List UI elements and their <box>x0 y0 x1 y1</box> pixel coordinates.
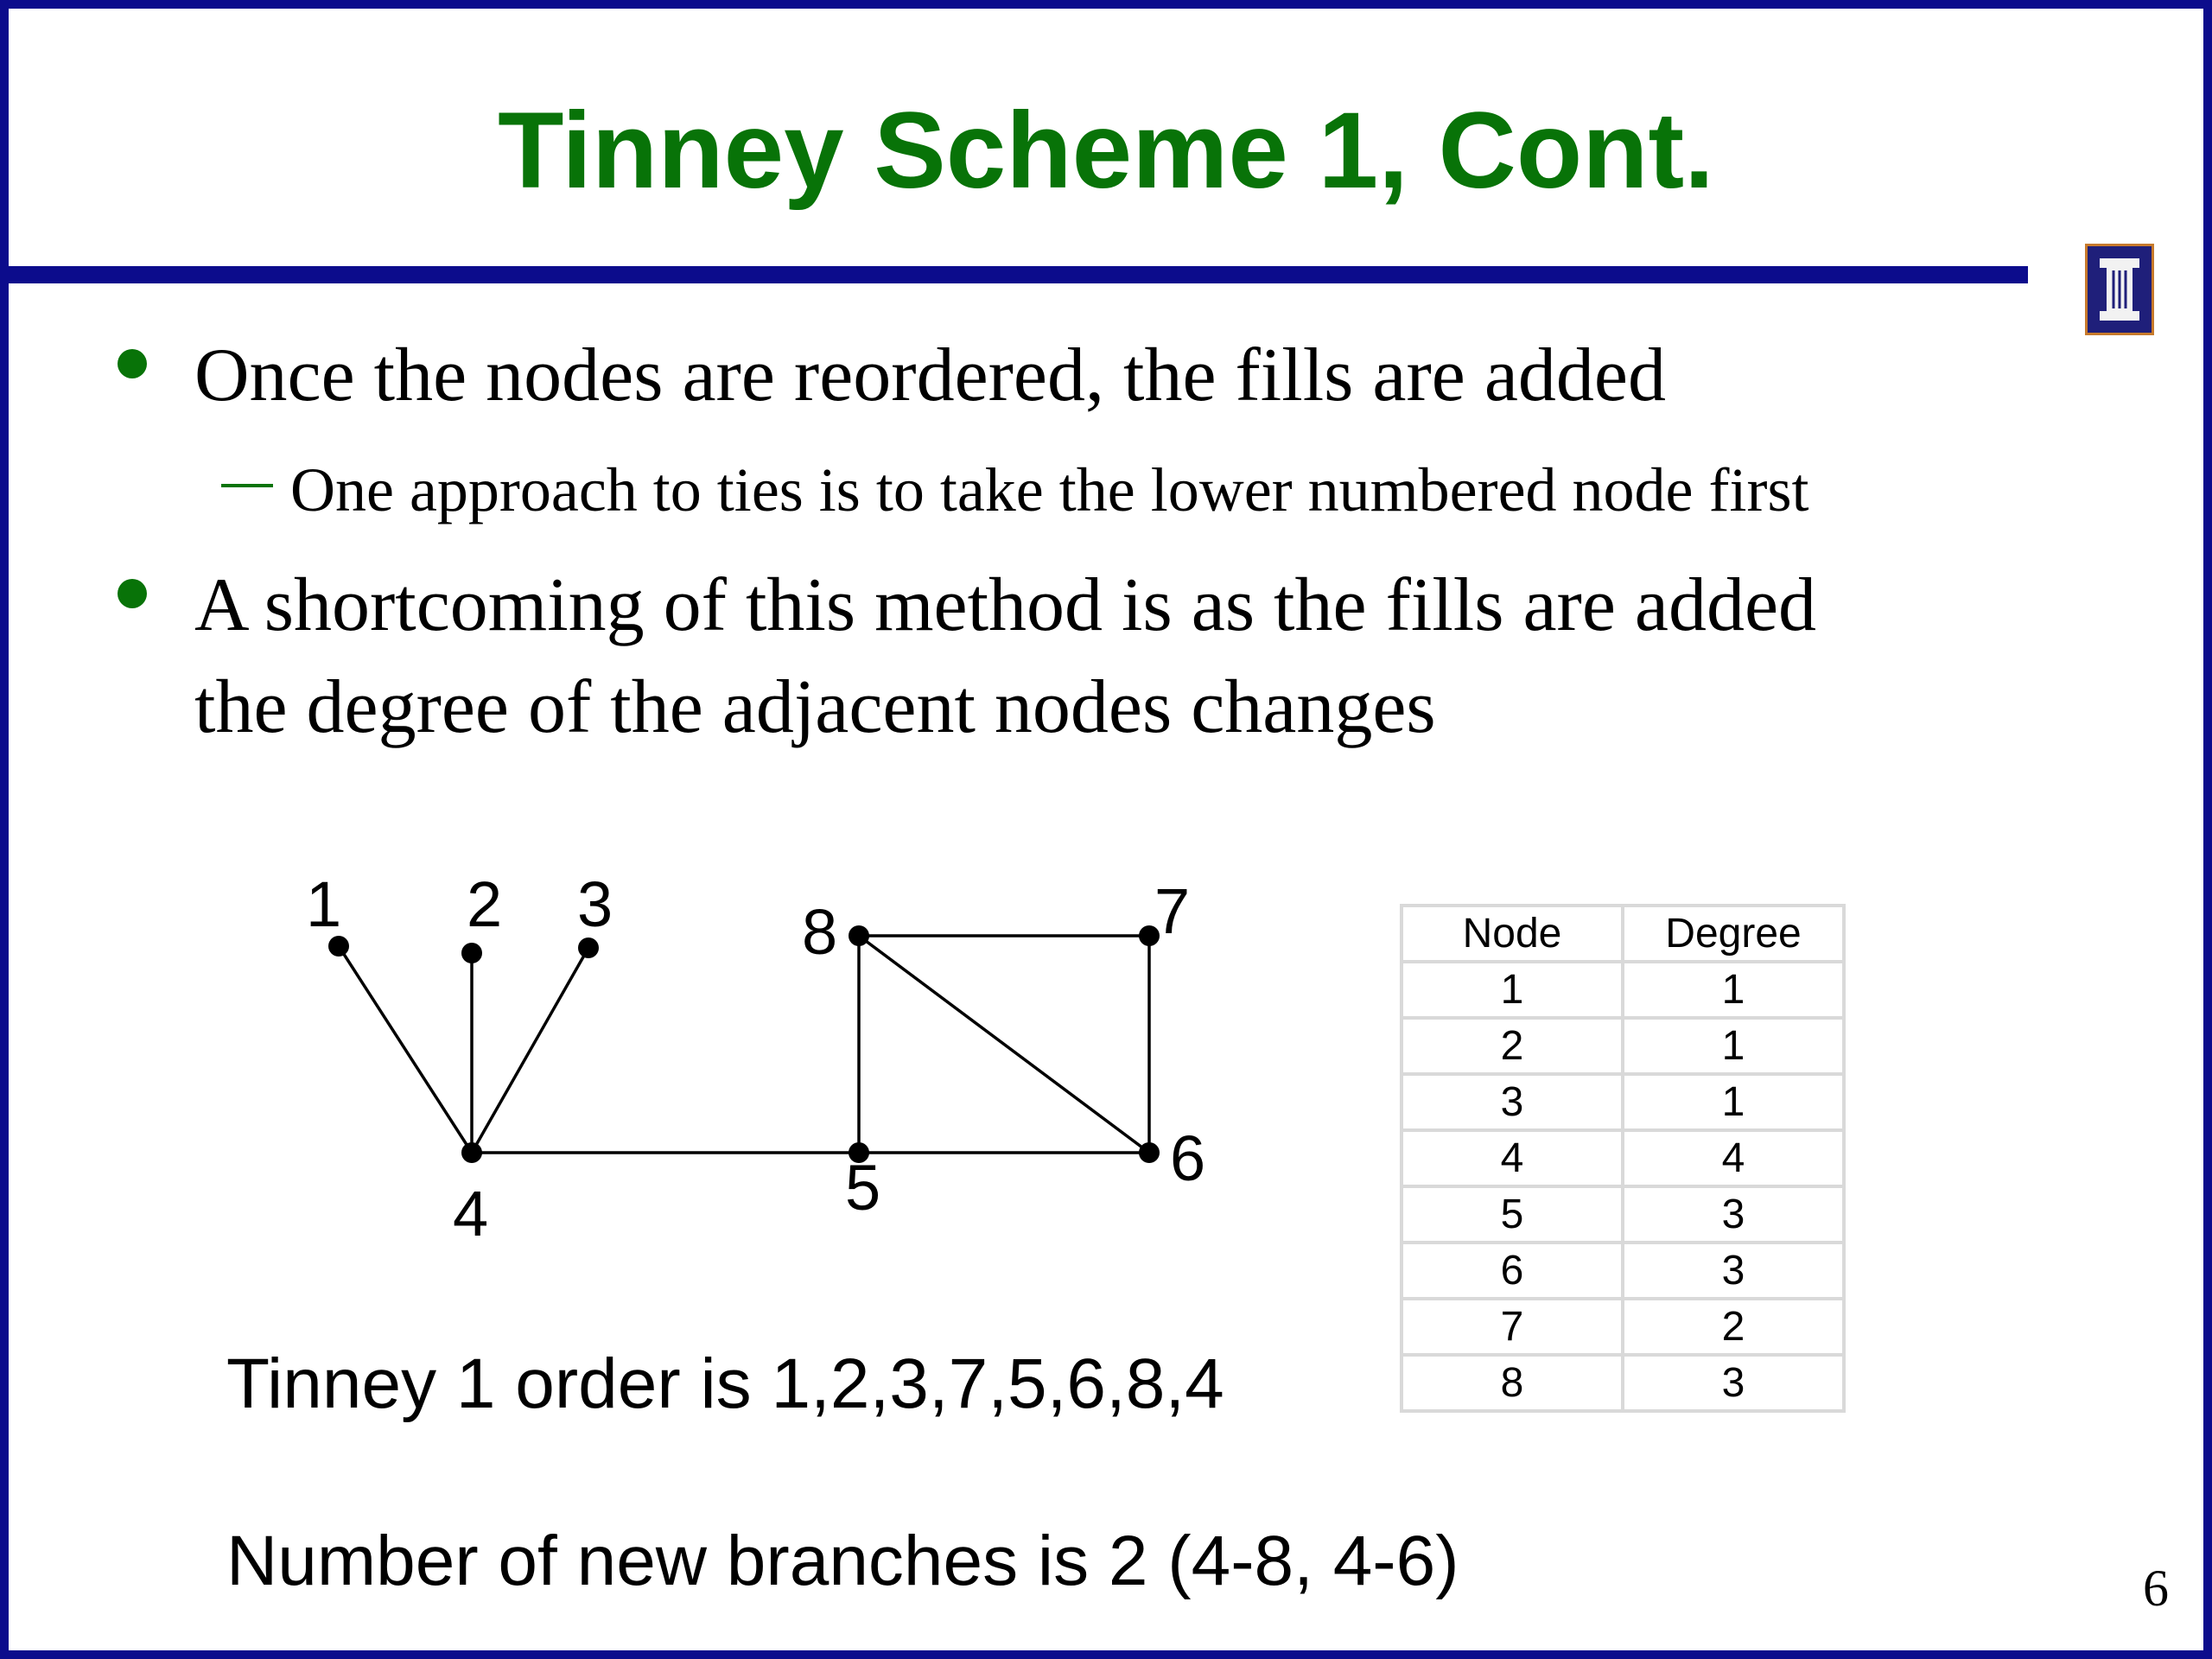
graph-node-5 <box>849 1142 869 1163</box>
graph-node-1 <box>328 936 349 957</box>
node-label-3: 3 <box>577 868 613 940</box>
node-cell: 5 <box>1400 1185 1624 1244</box>
bullet-1-text: Once the nodes are reordered, the fills … <box>194 334 1666 417</box>
degree-cell: 1 <box>1621 1016 1846 1076</box>
degree-cell: 3 <box>1621 1353 1846 1413</box>
column-header-node: Node <box>1400 904 1624 963</box>
column-header-degree: Degree <box>1621 904 1846 963</box>
graph-node-3 <box>578 938 599 958</box>
node-cell: 8 <box>1400 1353 1624 1413</box>
graph-node-2 <box>461 943 482 963</box>
node-cell: 4 <box>1400 1128 1624 1188</box>
node-label-5: 5 <box>845 1152 880 1224</box>
graph-nodes <box>328 925 1160 1163</box>
graph-node-6 <box>1139 1142 1160 1163</box>
bullet-2-line-2: the degree of the adjacent nodes changes <box>194 665 1436 749</box>
slide-title: Tinney Scheme 1, Cont. <box>498 91 1714 211</box>
degree-cell: 4 <box>1621 1128 1846 1188</box>
bullet-marker <box>118 349 147 378</box>
sub-bullet-text: One approach to ties is to take the lowe… <box>290 455 1809 524</box>
sub-bullet-dash <box>221 484 273 487</box>
edge-3-4 <box>470 947 590 1154</box>
node-cell: 3 <box>1400 1072 1624 1132</box>
node-label-4: 4 <box>453 1178 488 1249</box>
node-cell: 1 <box>1400 960 1624 1020</box>
graph-node-7 <box>1139 925 1160 946</box>
title-divider <box>9 266 2028 283</box>
node-cell: 6 <box>1400 1241 1624 1300</box>
order-note: Tinney 1 order is 1,2,3,7,5,6,8,4 <box>226 1344 1224 1423</box>
degree-cell: 3 <box>1621 1185 1846 1244</box>
bullet-2-line-1: A shortcoming of this method is as the f… <box>194 563 1817 647</box>
node-cell: 2 <box>1400 1016 1624 1076</box>
graph-node-8 <box>849 925 869 946</box>
graph-node-4 <box>461 1142 482 1163</box>
page-number: 6 <box>2143 1560 2169 1617</box>
degree-cell: 1 <box>1621 1072 1846 1132</box>
node-label-1: 1 <box>306 868 341 940</box>
node-cell: 7 <box>1400 1297 1624 1357</box>
bullet-marker <box>118 579 147 608</box>
edge-6-8 <box>857 934 1151 1154</box>
branches-note: Number of new branches is 2 (4-8, 4-6) <box>226 1522 1459 1600</box>
table-header-row: Node Degree <box>1400 904 1846 963</box>
node-label-7: 7 <box>1154 875 1190 947</box>
degree-cell: 3 <box>1621 1241 1846 1300</box>
node-label-6: 6 <box>1170 1122 1205 1194</box>
node-label-8: 8 <box>802 896 837 968</box>
network-graph: 1 2 3 4 5 6 7 8 <box>306 868 1205 1249</box>
university-column-logo-icon <box>2085 244 2154 335</box>
node-label-2: 2 <box>467 868 502 940</box>
edge-1-4 <box>337 945 474 1154</box>
graph-edges <box>337 934 1151 1154</box>
degree-cell: 1 <box>1621 960 1846 1020</box>
degree-cell: 2 <box>1621 1297 1846 1357</box>
